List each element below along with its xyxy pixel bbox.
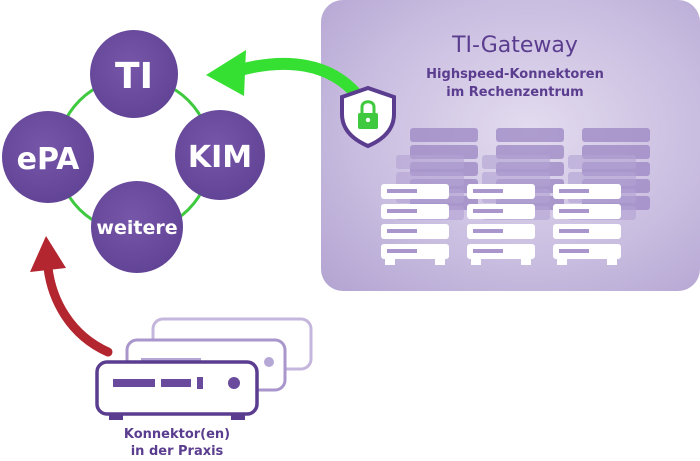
node-kim-label: KIM: [188, 140, 252, 175]
konnektor-label-2: in der Praxis: [131, 444, 224, 459]
node-ti: TI: [90, 30, 178, 118]
node-weitere: weitere: [91, 181, 183, 273]
node-weitere-label: weitere: [96, 217, 177, 239]
node-epa-label: ePA: [17, 142, 81, 177]
gateway-subtitle-1: Highspeed-Konnektoren: [426, 67, 604, 82]
node-epa: ePA: [2, 111, 94, 203]
gateway-subtitle-2: im Rechenzentrum: [446, 85, 583, 100]
konnektor-label-1: Konnektor(en): [124, 427, 230, 442]
shield-lock-icon: [340, 85, 396, 149]
server-rack-icon: [381, 184, 621, 265]
gateway-panel: TI-Gateway Highspeed-Konnektoren im Rech…: [321, 0, 700, 291]
connector-device-icon: [95, 317, 313, 420]
red-arrow: [30, 236, 113, 357]
gateway-title: TI-Gateway: [451, 33, 578, 58]
green-arrow: [206, 50, 364, 102]
node-kim: KIM: [175, 110, 265, 200]
node-ti-label: TI: [115, 56, 153, 97]
